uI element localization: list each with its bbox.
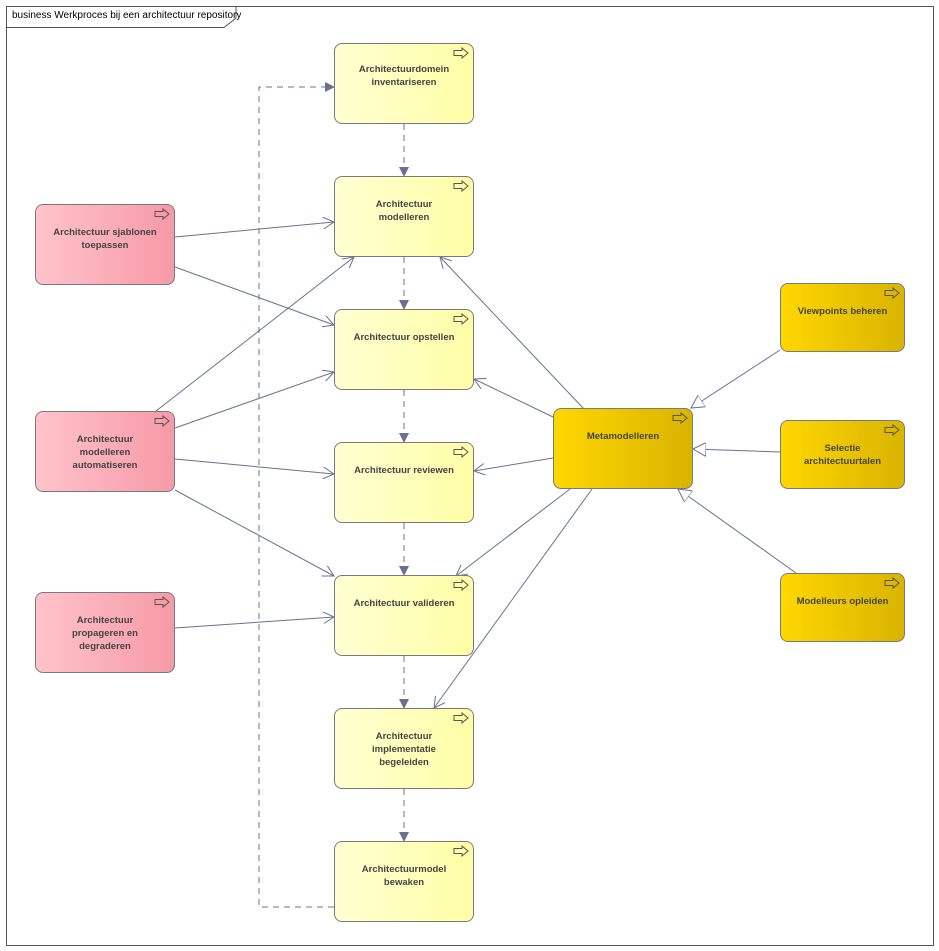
process-label: Viewpoints beheren [797, 306, 888, 317]
link-automatiseren-opstellen [174, 372, 334, 429]
process-arrow-icon [453, 47, 469, 59]
process-label: Architectuur modelleren [375, 199, 433, 223]
gen-talen-meta [693, 449, 781, 452]
link-automatiseren-modelleren [155, 257, 354, 412]
process-arrow-icon [453, 313, 469, 325]
process-arrow-icon [884, 287, 900, 299]
link-meta-opstellen [474, 379, 554, 418]
process-label: Modelleurs opleiden [796, 596, 889, 607]
process-label: Architectuur reviewen [354, 465, 454, 476]
process-inventariseren[interactable]: Architectuurdomein inventariseren [334, 43, 474, 124]
process-arrow-icon [453, 845, 469, 857]
process-arrow-icon [453, 180, 469, 192]
process-arrow-icon [154, 208, 170, 220]
process-label: Architectuur sjablonen toepassen [53, 227, 157, 251]
process-modelleren[interactable]: Architectuur modelleren [334, 176, 474, 257]
link-automatiseren-reviewen [174, 458, 334, 474]
gen-opleiden-meta [678, 489, 797, 574]
process-label: Architectuur implementatie begeleiden [372, 731, 436, 768]
process-label: Architectuurmodel bewaken [361, 864, 447, 888]
process-label: Architectuur propageren en degraderen [72, 615, 138, 652]
link-sjablonen-modelleren [174, 222, 334, 238]
process-viewpoints[interactable]: Viewpoints beheren [780, 283, 905, 352]
link-meta-modelleren [440, 257, 585, 410]
link-meta-valideren [456, 488, 571, 576]
process-opstellen[interactable]: Architectuur opstellen [334, 309, 474, 390]
process-arrow-icon [453, 712, 469, 724]
process-arrow-icon [154, 596, 170, 608]
process-bewaken[interactable]: Architectuurmodel bewaken [334, 841, 474, 922]
diagram-title: business Werkproces bij een architectuur… [12, 10, 242, 21]
process-valideren[interactable]: Architectuur valideren [334, 575, 474, 656]
process-arrow-icon [154, 415, 170, 427]
process-sjablonen[interactable]: Architectuur sjablonen toepassen [35, 204, 175, 285]
process-label: Selectie architectuurtalen [803, 443, 882, 467]
process-metamodelleren[interactable]: Metamodelleren [553, 408, 693, 489]
process-implementatie[interactable]: Architectuur implementatie begeleiden [334, 708, 474, 789]
process-propageren[interactable]: Architectuur propageren en degraderen [35, 592, 175, 673]
process-arrow-icon [453, 446, 469, 458]
process-label: Architectuur valideren [353, 598, 455, 609]
link-sjablonen-opstellen [174, 266, 334, 325]
process-automatiseren[interactable]: Architectuur modelleren automatiseren [35, 411, 175, 492]
process-arrow-icon [884, 424, 900, 436]
link-meta-implementatie [434, 488, 593, 708]
link-meta-reviewen [474, 457, 554, 471]
frame-title-tab [6, 6, 237, 28]
process-label: Metamodelleren [586, 431, 660, 442]
process-arrow-icon [672, 412, 688, 424]
process-label: Architectuur opstellen [353, 332, 455, 343]
process-talen[interactable]: Selectie architectuurtalen [780, 420, 905, 489]
process-label: Architectuur modelleren automatiseren [72, 434, 138, 471]
gen-viewpoints-meta [691, 349, 781, 408]
link-automatiseren-valideren [174, 489, 334, 576]
process-reviewen[interactable]: Architectuur reviewen [334, 442, 474, 523]
process-opleiden[interactable]: Modelleurs opleiden [780, 573, 905, 642]
process-arrow-icon [884, 577, 900, 589]
flow-bewaken-inventariseren [258, 82, 335, 908]
diagram-frame [6, 6, 934, 946]
link-propageren-valideren [174, 617, 334, 629]
process-arrow-icon [453, 579, 469, 591]
process-label: Architectuurdomein inventariseren [358, 64, 450, 88]
